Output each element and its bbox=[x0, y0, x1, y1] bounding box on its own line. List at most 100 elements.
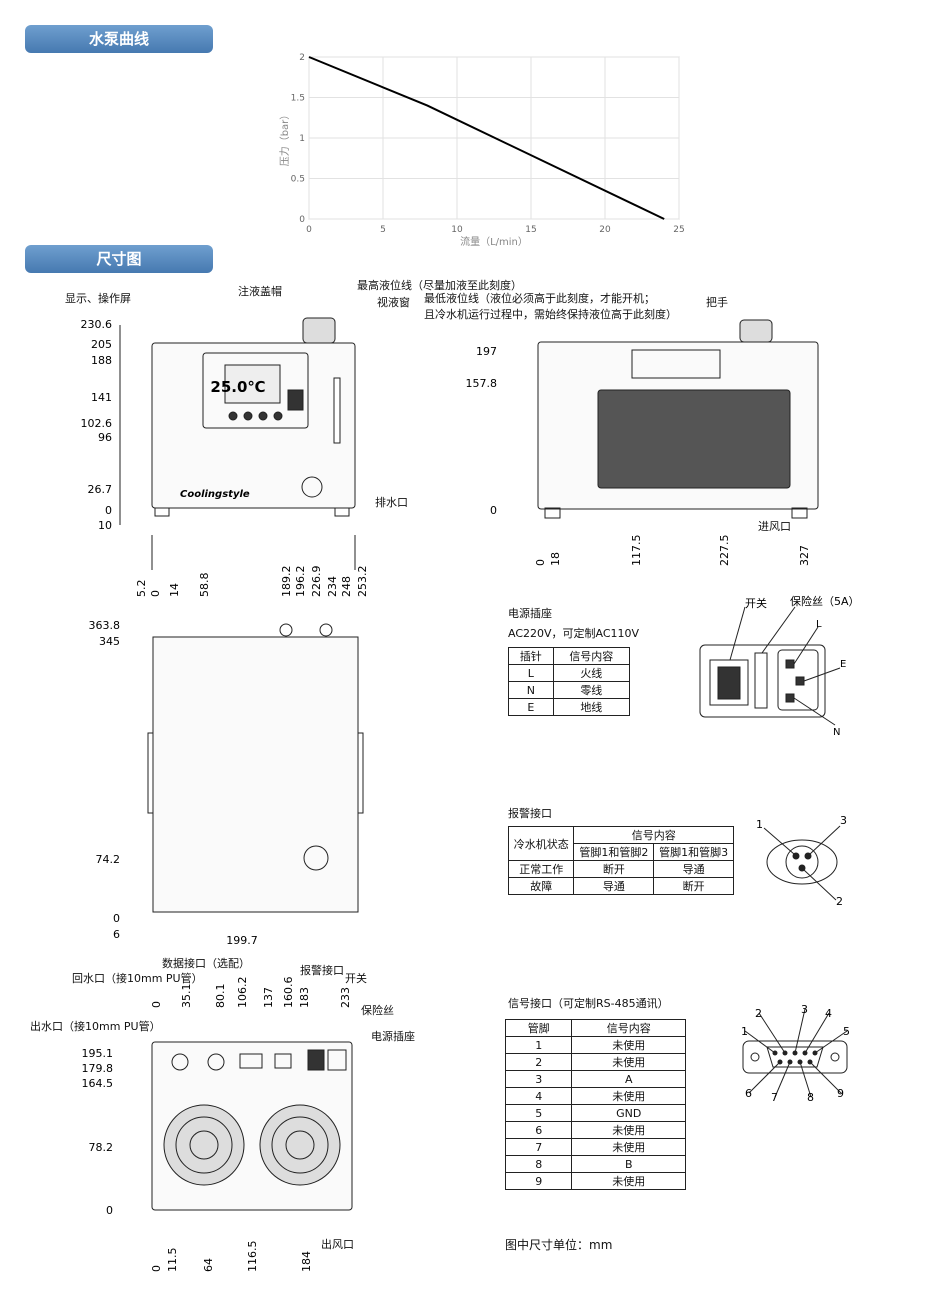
label-max-level: 最高液位线（尽量加液至此刻度） bbox=[357, 279, 522, 292]
side-foot-right bbox=[791, 507, 808, 519]
side-foot-left bbox=[544, 507, 561, 519]
air-inlet-grille bbox=[597, 389, 791, 489]
alarm-pin-label-2: 2 bbox=[836, 895, 843, 908]
alarm-header-state: 冷水机状态 bbox=[507, 826, 575, 861]
x-tick-label: 10 bbox=[451, 225, 463, 235]
db9-leader bbox=[748, 1061, 781, 1094]
front-view-drawing: 25.0℃ Coolingstyle 230.6205188141102.696… bbox=[81, 317, 369, 598]
table-cell: 1 bbox=[504, 1036, 573, 1054]
socket-label-fuse: 保险丝（5A） bbox=[790, 594, 860, 608]
dimension-label: 188 bbox=[91, 354, 112, 367]
socket-label-switch: 开关 bbox=[745, 596, 767, 610]
screen-temperature: 25.0℃ bbox=[210, 378, 265, 396]
button-1 bbox=[228, 411, 238, 421]
button-2 bbox=[243, 411, 253, 421]
signal-title: 信号接口（可定制RS-485通讯） bbox=[508, 997, 669, 1010]
db9-leader bbox=[774, 1061, 791, 1098]
dimension-label: 0 bbox=[105, 504, 112, 517]
dimension-label: 164.5 bbox=[82, 1077, 114, 1090]
dimension-label: 0 bbox=[113, 912, 120, 925]
table-cell: 6 bbox=[504, 1121, 573, 1139]
db9-pin-label: 3 bbox=[801, 1003, 808, 1016]
dimension-label: 6 bbox=[113, 928, 120, 941]
dimension-label: 26.7 bbox=[88, 483, 113, 496]
dimension-label: 196.2 bbox=[294, 566, 307, 598]
db9-screw-right bbox=[830, 1052, 840, 1062]
outlet-port bbox=[171, 1053, 189, 1071]
db9-pin-label: 7 bbox=[771, 1091, 778, 1104]
table-cell: 9 bbox=[504, 1172, 573, 1190]
side-cap bbox=[739, 319, 773, 343]
dimension-label: 0 bbox=[534, 559, 547, 566]
label-alarm-port: 报警接口 bbox=[300, 964, 344, 977]
return-port bbox=[207, 1053, 225, 1071]
alarm-pin-label-1: 1 bbox=[756, 818, 763, 831]
alarm-pin-1 bbox=[792, 852, 800, 860]
table-cell: 未使用 bbox=[571, 1121, 686, 1139]
db9-pin-label: 1 bbox=[741, 1025, 748, 1038]
table-cell: 故障 bbox=[507, 877, 575, 895]
pin-E bbox=[795, 676, 805, 686]
table-cell: 2 bbox=[504, 1053, 573, 1071]
series-line bbox=[308, 56, 665, 220]
socket-label-L: L bbox=[816, 619, 822, 630]
dimension-label: 64 bbox=[202, 1258, 215, 1272]
dimension-label: 197 bbox=[476, 345, 497, 358]
dimension-label: 205 bbox=[91, 338, 112, 351]
top-width-dim: 199.7 bbox=[226, 934, 258, 947]
table-cell: 未使用 bbox=[571, 1172, 686, 1190]
section-badge-pump-curve: 水泵曲线 bbox=[25, 25, 213, 53]
dimension-label: 5.2 bbox=[135, 580, 148, 598]
x-tick-label: 5 bbox=[380, 225, 386, 235]
power-header-signal: 信号内容 bbox=[552, 647, 631, 665]
y-tick-label: 0.5 bbox=[291, 175, 305, 185]
table-cell: 3 bbox=[504, 1070, 573, 1088]
dimension-label: 189.2 bbox=[280, 566, 293, 598]
dimension-label: 141 bbox=[91, 391, 112, 404]
db9-leader bbox=[804, 1012, 830, 1054]
pin-L bbox=[785, 659, 795, 669]
label-min-level-2: 且冷水机运行过程中，需始终保持液位高于此刻度） bbox=[424, 308, 677, 321]
socket-fuse bbox=[754, 652, 768, 709]
dimension-label: 10 bbox=[98, 519, 112, 532]
db9-pin-label: 6 bbox=[745, 1087, 752, 1100]
db9-pin-label: 8 bbox=[807, 1091, 814, 1104]
alarm-header-pin12: 管脚1和管脚2 bbox=[573, 843, 655, 861]
dimension-label: 327 bbox=[798, 545, 811, 566]
socket-plate bbox=[699, 644, 826, 718]
top-handle-right bbox=[357, 732, 364, 814]
label-air-outlet: 出风口 bbox=[321, 1238, 354, 1251]
button-3 bbox=[258, 411, 268, 421]
dimension-label: 137 bbox=[262, 987, 275, 1008]
alarm-connector-diagram: 1 2 3 bbox=[756, 814, 847, 908]
db9-leader bbox=[799, 1061, 812, 1098]
label-cap: 注液盖帽 bbox=[238, 285, 282, 298]
power-socket-diagram: 开关 保险丝（5A） L E N bbox=[699, 594, 860, 738]
drain-port bbox=[301, 476, 323, 498]
data-port bbox=[239, 1053, 263, 1069]
alarm-pin-label-3: 3 bbox=[840, 814, 847, 827]
top-cap-2 bbox=[319, 623, 333, 637]
fan-right-hub bbox=[285, 1130, 315, 1160]
sight-window bbox=[333, 377, 341, 444]
label-inlet: 进风口 bbox=[758, 520, 791, 533]
top-body bbox=[152, 636, 359, 913]
alarm-pin-2 bbox=[798, 864, 806, 872]
signal-header-content: 信号内容 bbox=[571, 1019, 686, 1037]
x-tick-label: 25 bbox=[673, 225, 684, 235]
y-axis-label: 压力（bar） bbox=[278, 110, 291, 167]
db9-shell bbox=[766, 1046, 824, 1068]
socket-label-E: E bbox=[840, 659, 846, 670]
power-socket-subtitle: AC220V，可定制AC110V bbox=[508, 627, 640, 640]
y-tick-label: 1.5 bbox=[291, 94, 305, 104]
